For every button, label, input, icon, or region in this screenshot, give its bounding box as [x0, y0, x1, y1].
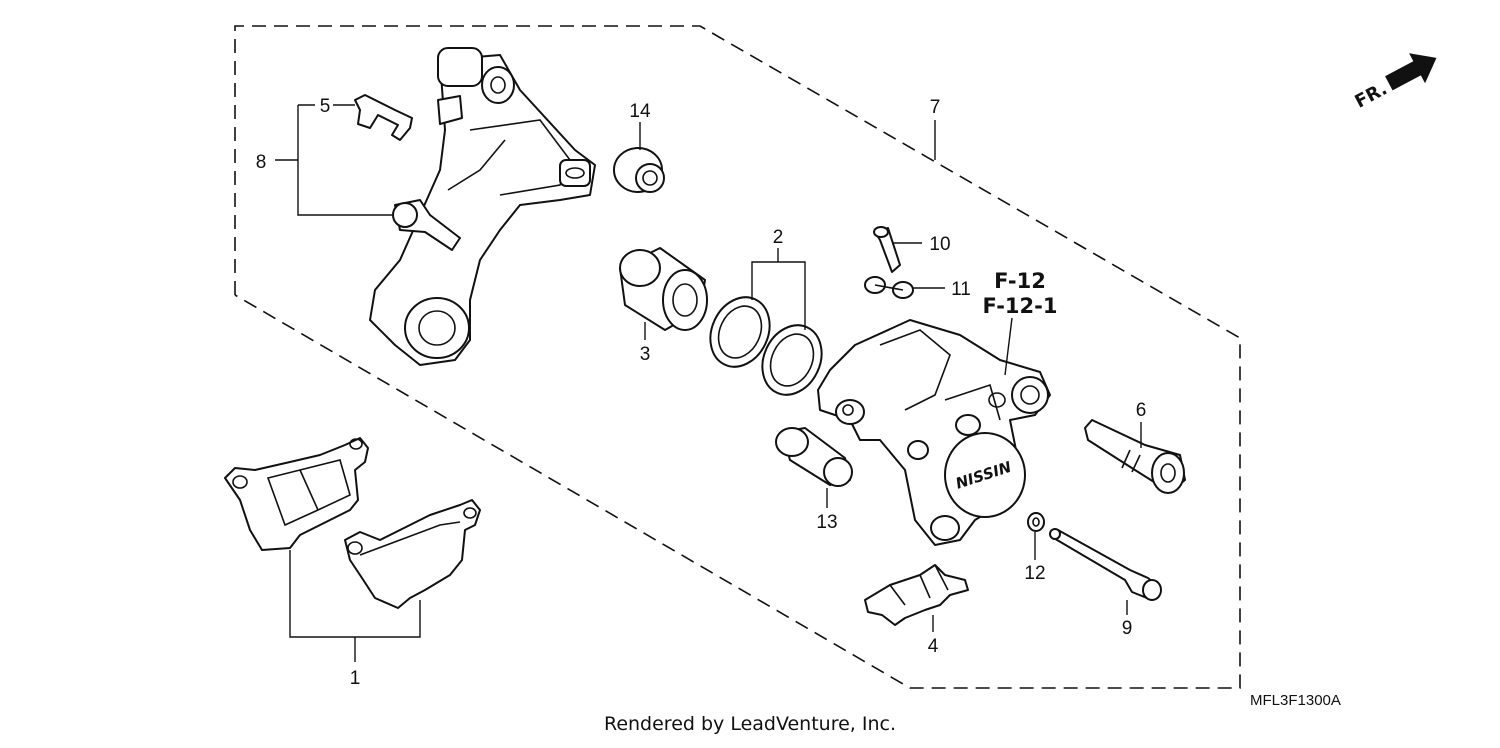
diagram-code: MFL3F1300A	[1250, 692, 1341, 709]
boot-drawing	[613, 147, 665, 193]
callout-11: 11	[951, 279, 971, 300]
pad-pin-plug-drawing	[1027, 512, 1045, 532]
callout-4: 4	[928, 636, 939, 657]
reference-f12-1[interactable]: F-12-1	[983, 294, 1058, 318]
pad-pin-drawing	[1049, 528, 1162, 601]
front-direction-indicator: FR.	[1352, 53, 1437, 113]
render-credit: Rendered by LeadVenture, Inc.	[604, 713, 896, 735]
callout-7: 7	[930, 97, 941, 118]
callout-1: 1	[350, 668, 361, 689]
callout-13: 13	[816, 512, 837, 533]
piston-drawing	[619, 247, 708, 331]
callout-5: 5	[320, 96, 331, 117]
pin-bolt-drawing	[1084, 419, 1186, 494]
callout-14: 14	[629, 101, 651, 122]
callout-10: 10	[929, 234, 950, 255]
callout-9: 9	[1122, 618, 1133, 639]
piston-seals-drawing	[709, 296, 823, 396]
leader-lines	[275, 104, 1142, 662]
callout-3: 3	[640, 344, 651, 365]
callout-6: 6	[1136, 400, 1147, 421]
retainer-clip-drawing	[354, 94, 413, 141]
assembly-boundary	[234, 25, 1241, 689]
front-direction-label: FR.	[1352, 78, 1391, 112]
caliper-body-drawing: NISSIN	[817, 319, 1051, 546]
slide-pin-drawing	[775, 427, 853, 487]
brake-pads-drawing	[224, 437, 481, 609]
callout-2: 2	[773, 227, 784, 248]
callout-labels: 1 2 3 4 5 6 7 8 9 10 11 12 13 14	[256, 96, 1147, 689]
reference-f12[interactable]: F-12	[994, 269, 1046, 293]
callout-12: 12	[1024, 563, 1045, 584]
bleeder-drawing	[864, 226, 914, 299]
callout-8: 8	[256, 152, 267, 173]
pad-spring-drawing	[864, 564, 969, 626]
front-arrow-icon	[1385, 53, 1437, 91]
caliper-bracket-drawing	[369, 47, 596, 366]
